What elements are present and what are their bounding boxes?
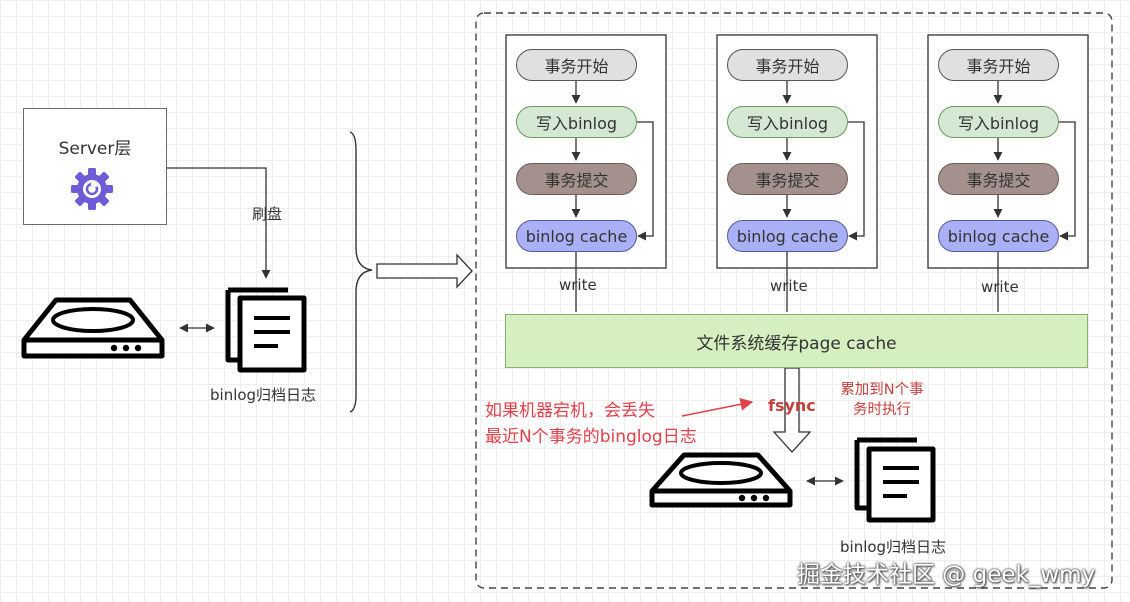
archive-label: binlog归档日志 [210, 386, 317, 404]
tx1-commit: 事务提交 [516, 163, 637, 195]
accumulate-note: 累加到N个事 务时执行 [830, 380, 934, 420]
flush-label: 刷盘 [252, 205, 283, 223]
hollow-arrow [376, 253, 473, 289]
tx2-commit: 事务提交 [727, 163, 848, 195]
archive-document-icon-bottom [854, 437, 936, 523]
tx3-write-label: write [981, 278, 1019, 296]
accumulate-note-line-1: 累加到N个事 [840, 382, 924, 398]
tx2-start: 事务开始 [727, 49, 848, 81]
tx1-write-label: write [559, 276, 597, 294]
archive-document-icon [225, 287, 307, 373]
tx2-write-binlog: 写入binlog [727, 106, 848, 138]
crash-note-arrow [681, 397, 754, 417]
tx3-start: 事务开始 [938, 49, 1059, 81]
page-cache-box: 文件系统缓存page cache [505, 314, 1088, 368]
tx1-write-binlog: 写入binlog [516, 106, 637, 138]
brace-shape [349, 131, 373, 413]
crash-note: 如果机器宕机，会丢失 最近N个事务的binglog日志 [485, 398, 697, 450]
flush-connector [167, 167, 271, 279]
disk-drive-icon [21, 297, 165, 359]
watermark: 掘金技术社区 @ geek_wmy [797, 562, 1096, 588]
tx1-binlog-cache: binlog cache [516, 220, 637, 252]
accumulate-note-line-2: 务时执行 [853, 402, 911, 418]
server-label: Server层 [58, 139, 132, 159]
tx3-write-binlog: 写入binlog [938, 106, 1059, 138]
bottom-archive-label: binlog归档日志 [840, 538, 947, 556]
gear-icon [71, 168, 113, 210]
tx2-binlog-cache: binlog cache [727, 220, 848, 252]
transactions-group-border [475, 12, 1113, 589]
tx1-start: 事务开始 [516, 49, 637, 81]
fsync-label: fsync [768, 396, 816, 415]
crash-note-line-2: 最近N个事务的binglog日志 [485, 427, 697, 447]
tx2-write-label: write [770, 277, 808, 295]
tx3-binlog-cache: binlog cache [938, 220, 1059, 252]
fsync-down-arrow [772, 367, 812, 453]
crash-note-line-1: 如果机器宕机，会丢失 [485, 401, 655, 421]
disk-drive-icon-bottom [649, 452, 793, 508]
tx3-commit: 事务提交 [938, 163, 1059, 195]
